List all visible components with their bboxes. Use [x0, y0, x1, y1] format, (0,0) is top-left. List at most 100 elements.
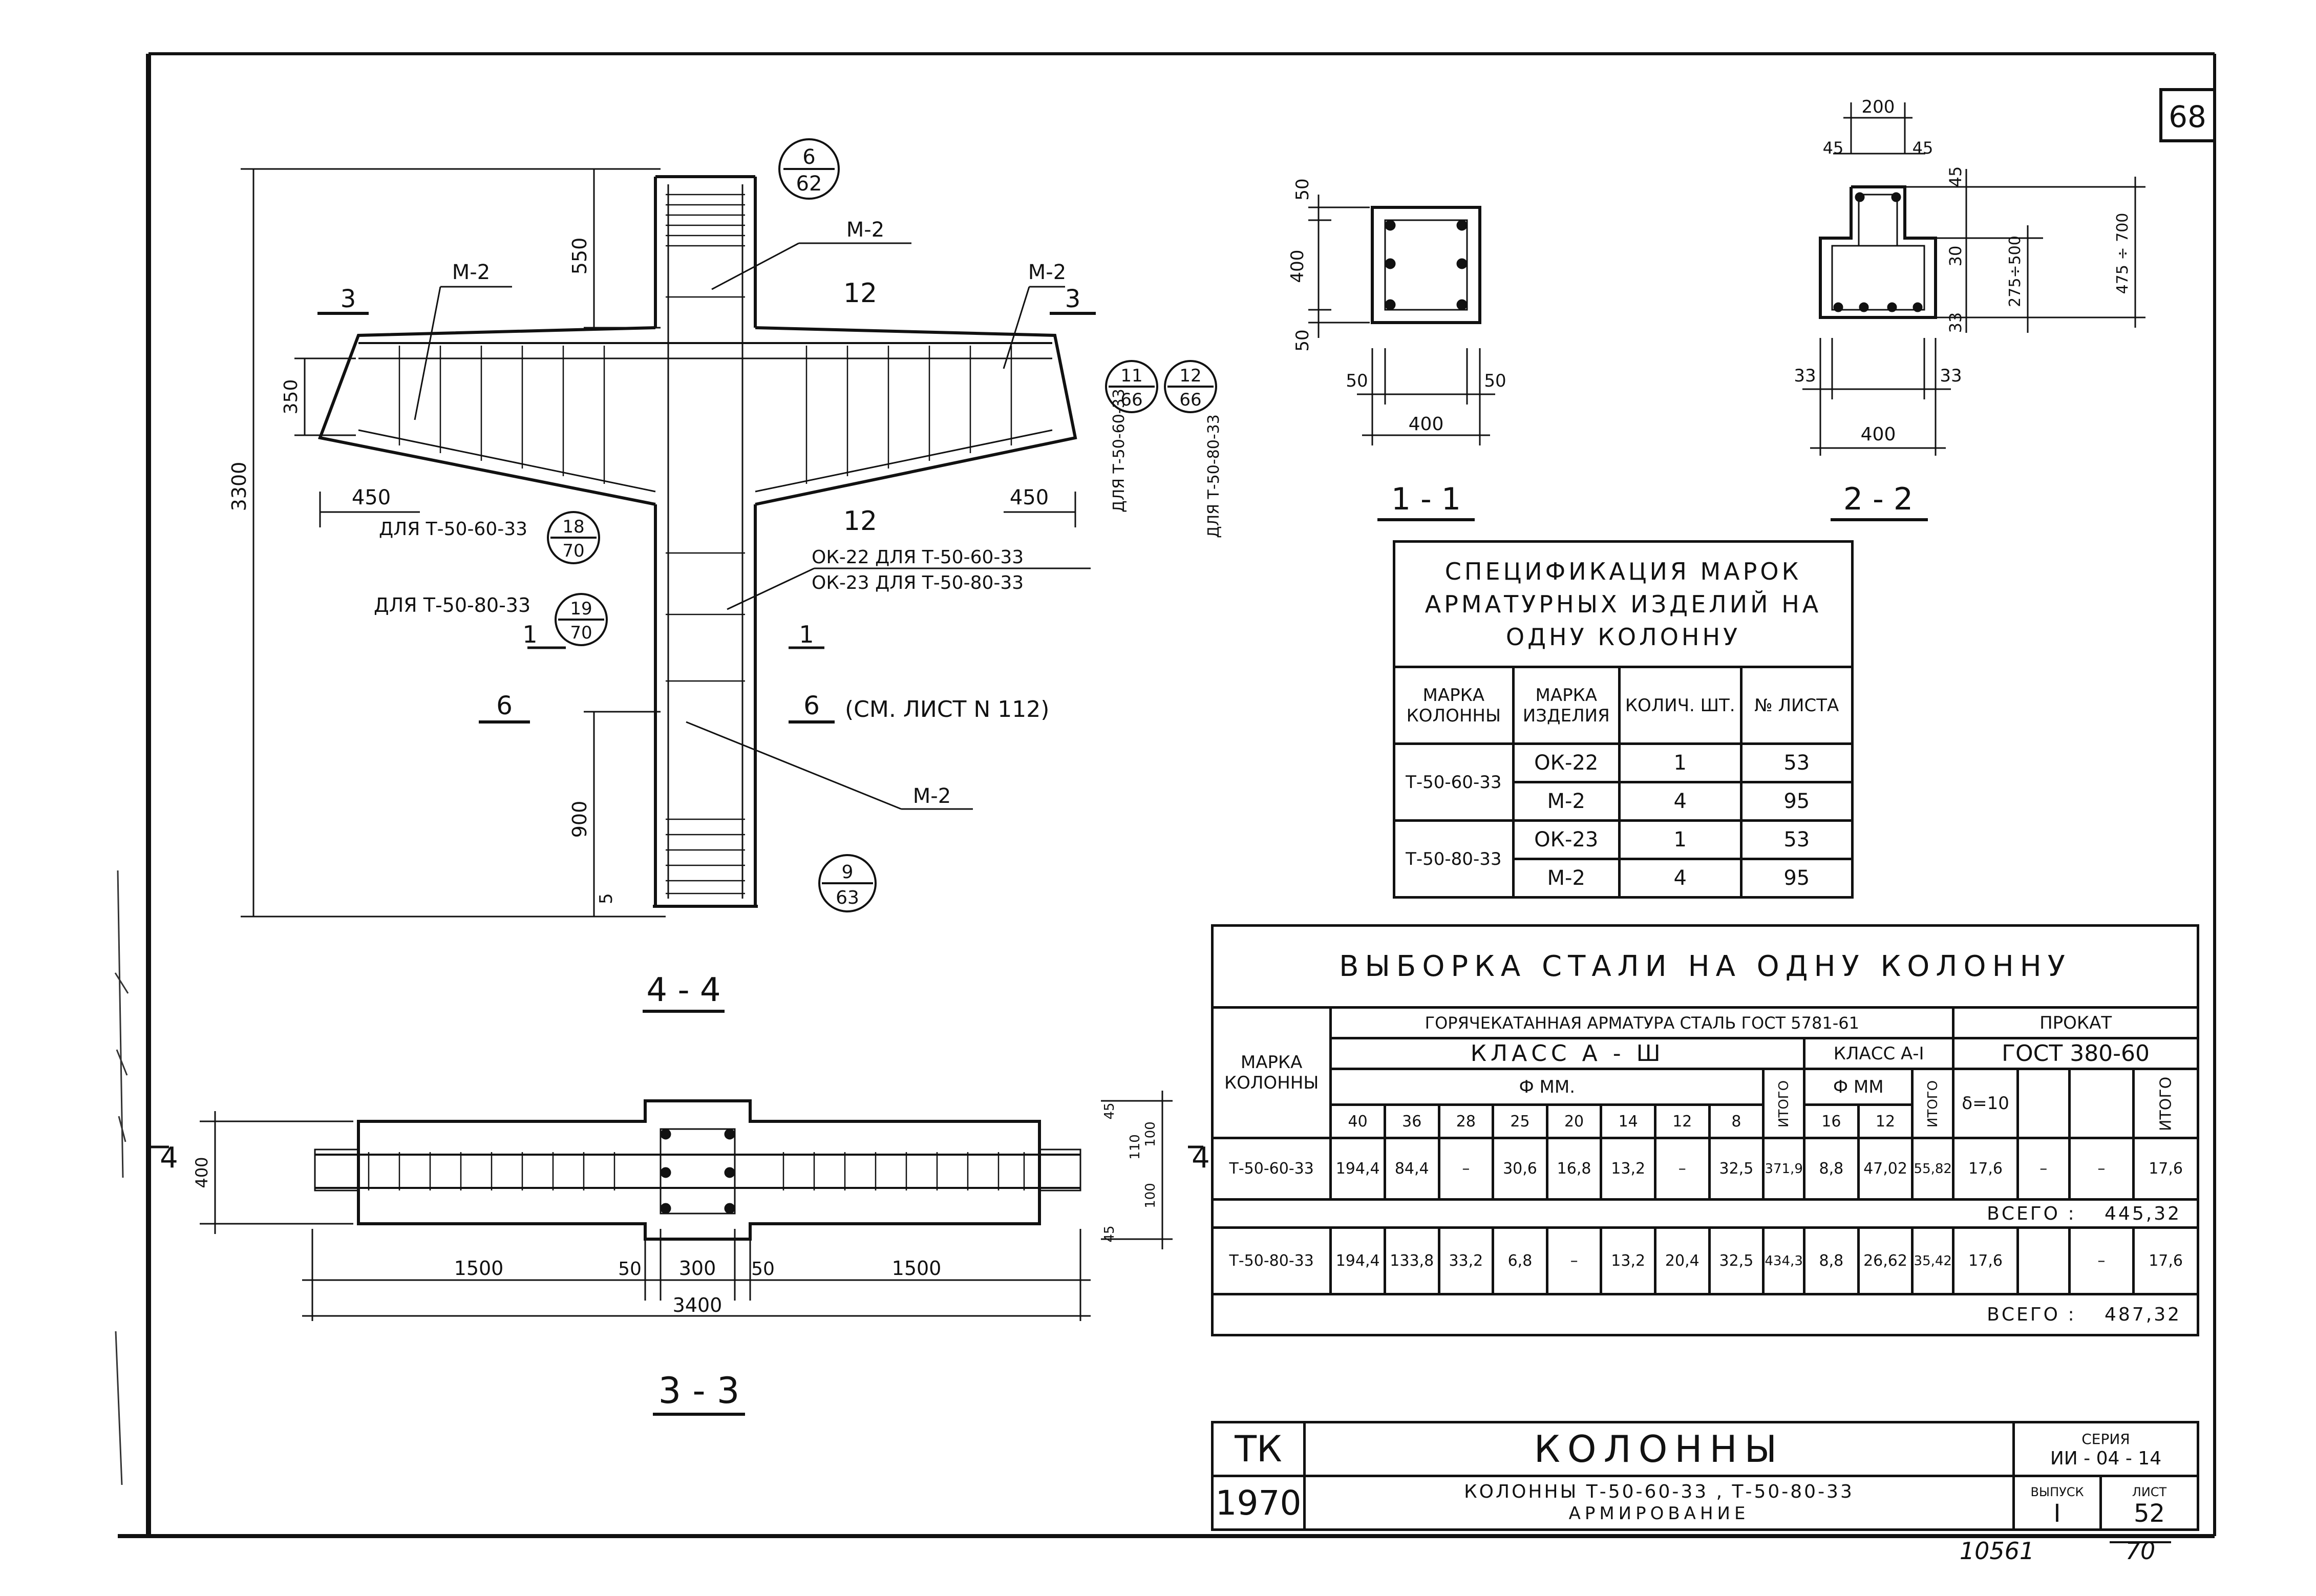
steel-dia-a1: 12	[1857, 1103, 1914, 1139]
dim-5: 5	[596, 893, 617, 904]
steel-cell: 30,6	[1492, 1137, 1548, 1201]
section-mark-6-right: 6	[803, 691, 820, 720]
mark-m2-top: М-2	[846, 218, 884, 242]
steel-dia-a3: 14	[1600, 1103, 1656, 1139]
dim-200: 200	[1862, 97, 1895, 117]
label-ok23: ОК-23 ДЛЯ Т-50-80-33	[812, 572, 1024, 593]
mark-12-mid: 12	[843, 506, 877, 537]
section-mark-4-left: 4	[160, 1141, 178, 1175]
view-title-3-3: 3 - 3	[658, 1370, 740, 1412]
detail-circle-3-bottom: 66	[1179, 390, 1201, 410]
steel-cell: –	[2068, 1226, 2135, 1295]
detail-circle-1-bottom: 62	[796, 172, 822, 196]
steel-cell: 8,8	[1803, 1226, 1860, 1295]
stamp-issue-value: I	[2053, 1499, 2061, 1528]
steel-rolled-empty-2	[2068, 1068, 2135, 1139]
steel-grand-total-2: ВСЕГО : 487,32	[1211, 1293, 2199, 1336]
spec-row-sheet: 95	[1739, 781, 1854, 822]
steel-row-mark: Т-50-60-33	[1210, 1137, 1332, 1201]
spec-header-qty: КОЛИЧ. ШТ.	[1618, 666, 1743, 745]
spec-row-qty: 1	[1618, 819, 1743, 860]
dim-400-vertical: 400	[1287, 250, 1308, 283]
view-4-4-labels: 550 350 3300 900 5 450 450 М-2 М-2 М-2 М…	[228, 145, 1223, 1013]
dim-3300: 3300	[228, 462, 250, 512]
dim-110: 110	[1128, 1134, 1143, 1160]
detail-circle-4-bottom: 70	[562, 541, 584, 561]
spec-title-line1: СПЕЦИФИКАЦИЯ МАРОК	[1444, 558, 1802, 585]
view-1-1-labels: 50 400 50 50 50 400 1 - 1	[1287, 178, 1506, 521]
stamp-series: СЕРИЯ ИИ - 04 - 14	[2012, 1421, 2199, 1477]
dim-475-700: 475 ÷ 700	[2114, 213, 2132, 294]
view-2-2-labels: 200 45 45 45 30 33 275÷500 475 ÷ 700 33 …	[1794, 97, 2132, 521]
steel-cell-total: 55,82	[1911, 1137, 1955, 1201]
view-3-3	[151, 1091, 1203, 1321]
stamp-sheet: ЛИСТ 52	[2099, 1475, 2199, 1531]
view-1-1	[1308, 195, 1495, 445]
steel-phi-a3: Ф ММ.	[1329, 1068, 1765, 1106]
dim-33-right: 33	[1940, 366, 1962, 386]
steel-itogo-a1: ИТОГО	[1912, 1069, 1953, 1138]
steel-itogo-rolled: ИТОГО	[2133, 1069, 2198, 1138]
steel-cell: 20,4	[1653, 1226, 1711, 1295]
view-4-4-dimensions	[241, 168, 1096, 918]
label-ok22: ОК-22 ДЛЯ Т-50-60-33	[812, 547, 1024, 568]
dim-900: 900	[568, 801, 591, 838]
steel-table: ВЫБОРКА СТАЛИ НА ОДНУ КОЛОННУ МАРКА КОЛО…	[1210, 924, 2199, 1336]
spec-row-item: ОК-22	[1512, 742, 1621, 783]
section-mark-3-left: 3	[341, 285, 356, 313]
stamp-issue: ВЫПУСК I	[2012, 1475, 2102, 1531]
dim-45-bottom: 45	[1102, 1225, 1117, 1242]
steel-class-a1: КЛАСС А-I	[1803, 1037, 1955, 1070]
steel-dia-a3: 12	[1653, 1103, 1711, 1139]
spec-row-item: М-2	[1512, 781, 1621, 822]
mark-m2-bottom: М-2	[913, 784, 951, 808]
steel-cell: 33,2	[1437, 1226, 1495, 1295]
steel-cell: 133,8	[1383, 1226, 1440, 1295]
spec-table: СПЕЦИФИКАЦИЯ МАРОК АРМАТУРНЫХ ИЗДЕЛИЙ НА…	[1393, 540, 1854, 899]
steel-cell: –	[1437, 1137, 1495, 1201]
steel-group-hot: ГОРЯЧЕКАТАННАЯ АРМАТУРА СТАЛЬ ГОСТ 5781-…	[1329, 1006, 1955, 1039]
section-mark-6-left: 6	[496, 691, 513, 720]
dim-30: 30	[1946, 246, 1965, 267]
steel-rolled-empty-1	[2016, 1068, 2071, 1139]
section-mark-3-right: 3	[1065, 285, 1081, 313]
dim-100-a: 100	[1143, 1121, 1158, 1147]
label-for-80: ДЛЯ Т-50-80-33	[374, 594, 530, 616]
detail-circle-6-top: 9	[842, 862, 854, 883]
steel-class-a3: КЛАСС А - Ш	[1329, 1037, 1806, 1070]
steel-dia-a3: 28	[1437, 1103, 1495, 1139]
spec-row-qty: 4	[1618, 858, 1743, 899]
spec-row-sheet: 95	[1739, 858, 1854, 899]
steel-cell: 13,2	[1600, 1226, 1656, 1295]
view-2-2	[1802, 102, 2145, 456]
stamp-year: 1970	[1211, 1475, 1306, 1531]
steel-gost-rolled: ГОСТ 380-60	[1952, 1037, 2199, 1070]
dim-400-horizontal: 400	[1409, 414, 1444, 435]
steel-cell-total: 35,42	[1911, 1226, 1955, 1295]
steel-cell: 13,2	[1600, 1137, 1656, 1201]
steel-cell: 84,4	[1383, 1137, 1440, 1201]
steel-cell: 8,8	[1803, 1137, 1860, 1201]
spec-header-column: МАРКА КОЛОННЫ	[1393, 666, 1515, 745]
dim-50-b: 50	[751, 1259, 775, 1280]
steel-phi-a1: Ф ММ	[1803, 1068, 1914, 1106]
detail-circle-1-top: 6	[802, 145, 815, 169]
dim-100-b: 100	[1143, 1183, 1158, 1208]
mark-12-top: 12	[843, 278, 877, 309]
spec-title-line2: АРМАТУРНЫХ ИЗДЕЛИЙ НА	[1425, 590, 1822, 618]
stamp-code: ТК	[1211, 1421, 1306, 1477]
label-for-60: ДЛЯ Т-50-60-33	[379, 519, 527, 540]
view-title-4-4: 4 - 4	[646, 971, 720, 1009]
view-title-1-1: 1 - 1	[1391, 481, 1461, 517]
steel-col-mark: МАРКА КОЛОННЫ	[1210, 1006, 1332, 1139]
steel-grand-total-1: ВСЕГО : 445,32	[1211, 1198, 2199, 1229]
inventory-number: 10561	[1960, 1537, 2034, 1565]
dim-33-vertical: 33	[1946, 312, 1965, 333]
dim-50-a: 50	[618, 1259, 642, 1280]
steel-dia-a3: 8	[1708, 1103, 1765, 1139]
dim-450-right: 450	[1010, 486, 1049, 509]
stamp-subtitle: КОЛОННЫ Т-50-60-33 , Т-50-80-33 АРМИРОВА…	[1303, 1475, 2015, 1531]
steel-cell: 194,4	[1329, 1137, 1386, 1201]
detail-circle-5-top: 19	[570, 599, 592, 619]
